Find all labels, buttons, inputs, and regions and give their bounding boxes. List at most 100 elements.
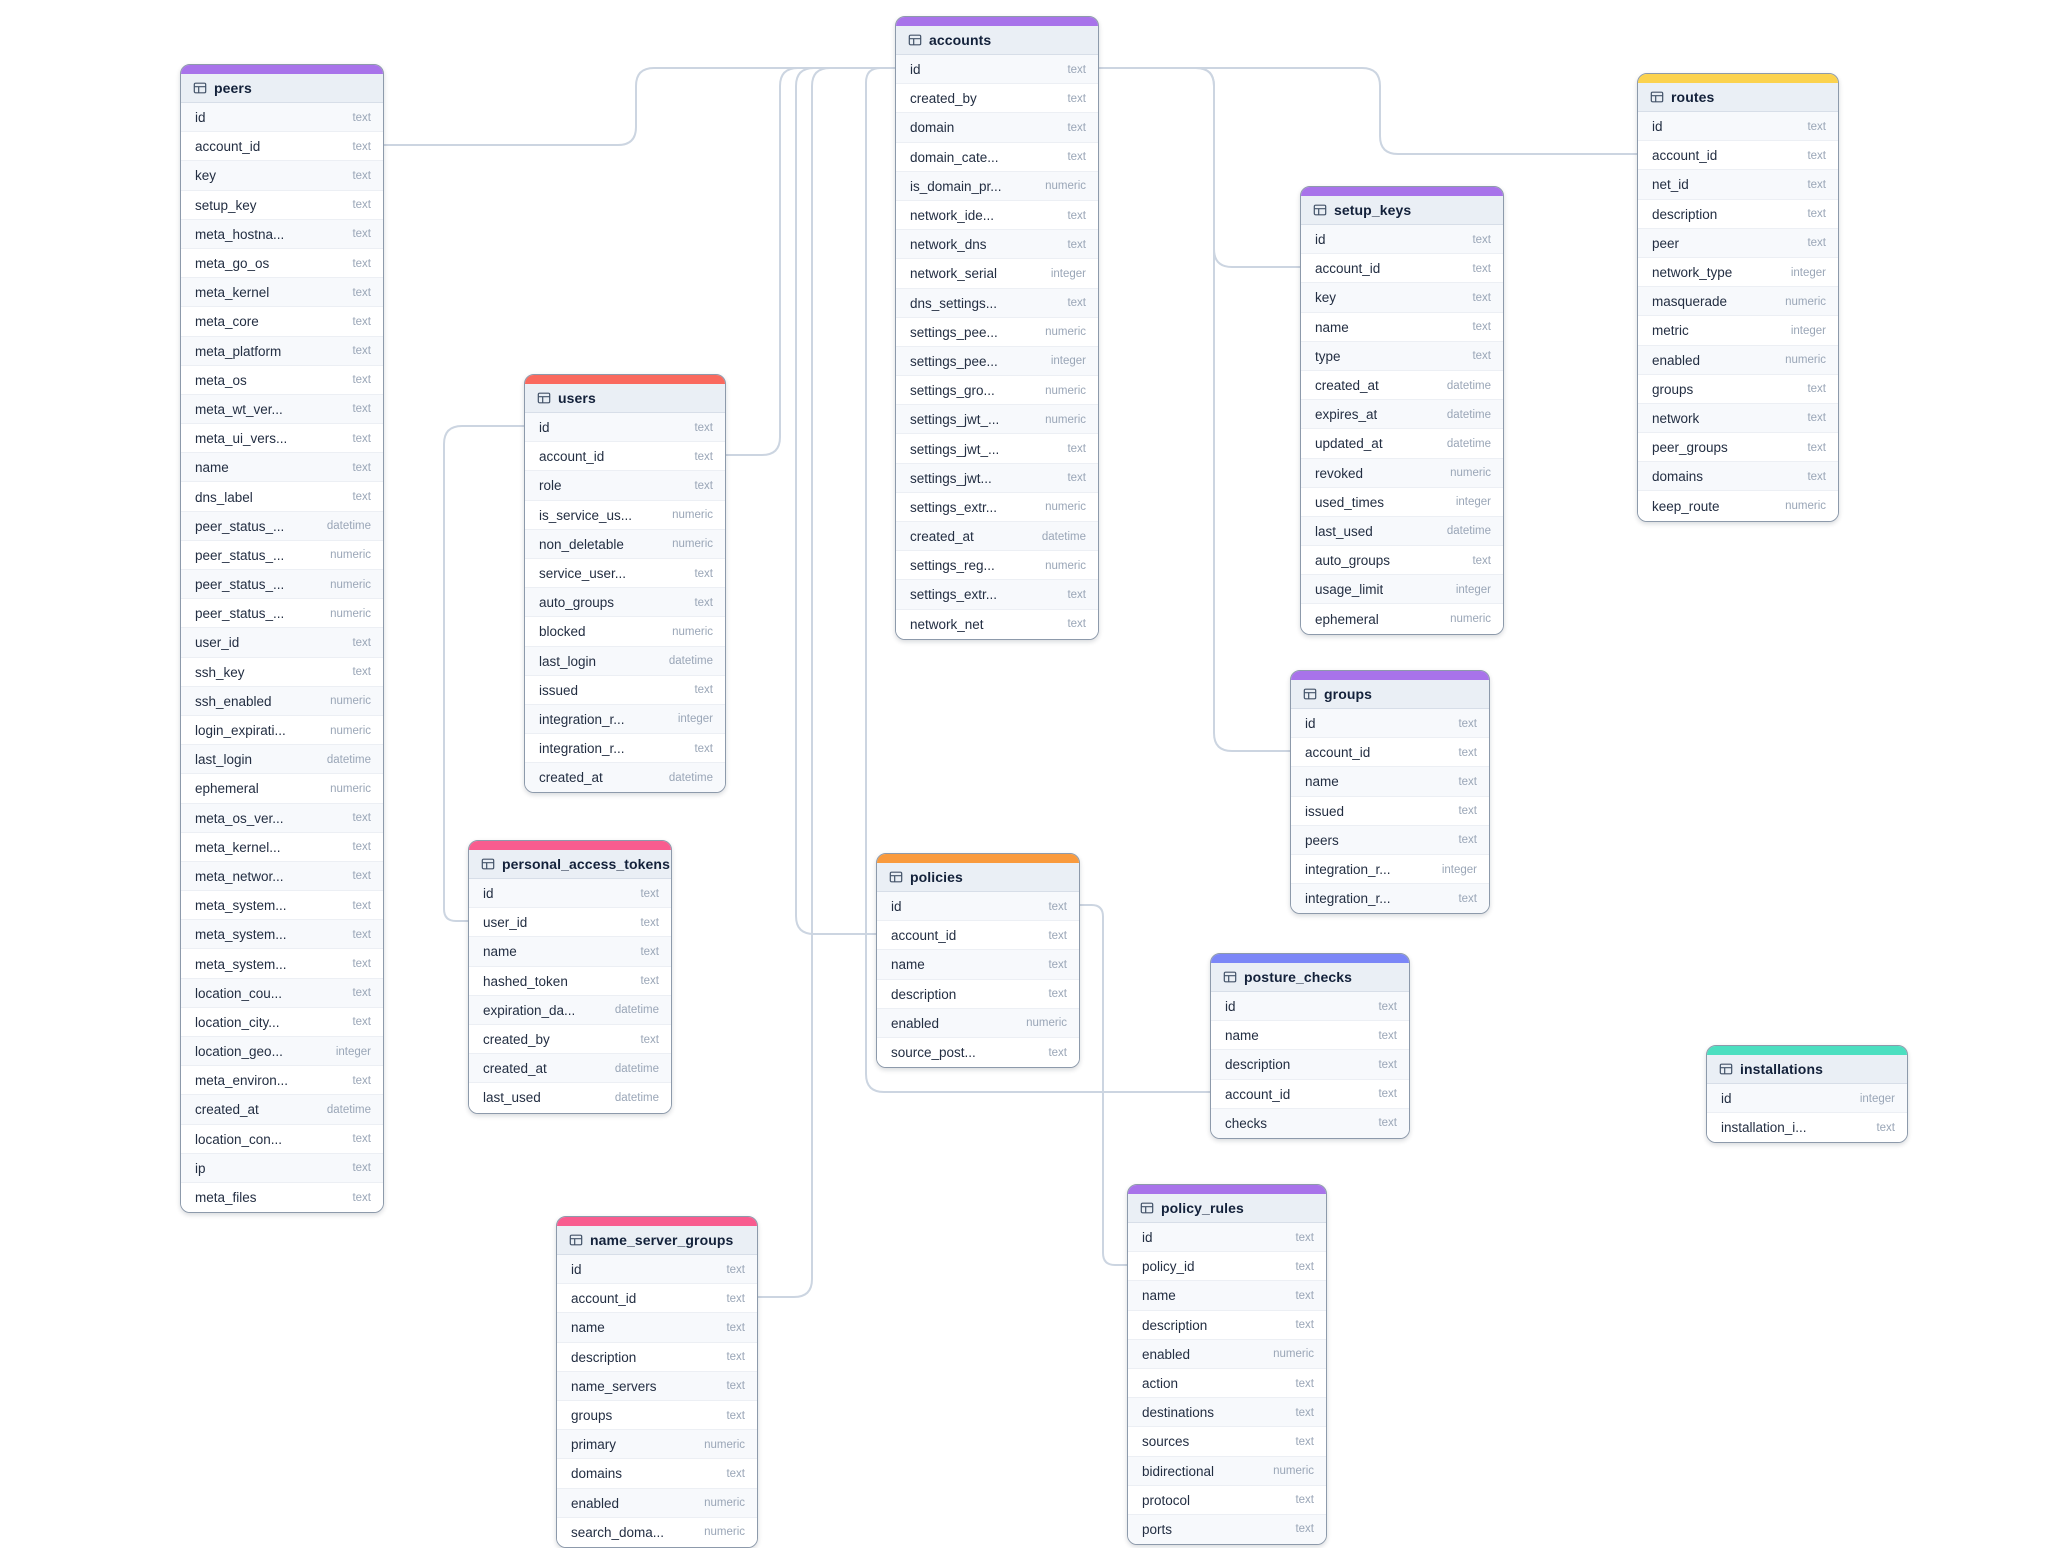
table-header[interactable]: setup_keys	[1301, 196, 1503, 225]
field-row[interactable]: location_cou...text	[181, 978, 383, 1008]
field-row[interactable]: installation_i...text	[1707, 1113, 1907, 1143]
field-row[interactable]: peer_status_...numeric	[181, 599, 383, 629]
table-header[interactable]: policy_rules	[1128, 1194, 1326, 1223]
table-header[interactable]: routes	[1638, 83, 1838, 112]
field-row[interactable]: peer_status_...datetime	[181, 511, 383, 541]
field-row[interactable]: settings_extr...numeric	[896, 492, 1098, 522]
table-header[interactable]: accounts	[896, 26, 1098, 55]
field-row[interactable]: is_domain_pr...numeric	[896, 171, 1098, 201]
field-row[interactable]: source_post...text	[877, 1037, 1079, 1068]
field-row[interactable]: peer_status_...numeric	[181, 540, 383, 570]
field-row[interactable]: meta_system...text	[181, 949, 383, 979]
field-row[interactable]: expiration_da...datetime	[469, 995, 671, 1025]
field-row[interactable]: meta_ui_vers...text	[181, 424, 383, 454]
field-row[interactable]: location_con...text	[181, 1124, 383, 1154]
field-row[interactable]: settings_pee...integer	[896, 346, 1098, 377]
field-row[interactable]: settings_jwt_...text	[896, 434, 1098, 464]
field-row[interactable]: dns_settings...text	[896, 288, 1098, 318]
field-row[interactable]: settings_reg...numeric	[896, 551, 1098, 581]
field-row[interactable]: meta_system...text	[181, 920, 383, 950]
field-row[interactable]: meta_wt_ver...text	[181, 394, 383, 425]
field-row[interactable]: integration_r...text	[1291, 884, 1489, 914]
field-row[interactable]: settings_extr...text	[896, 580, 1098, 610]
field-row[interactable]: meta_networ...text	[181, 861, 383, 892]
field-row[interactable]: meta_kernel...text	[181, 832, 383, 862]
field-row[interactable]: integration_r...text	[525, 734, 725, 764]
field-row[interactable]: meta_system...text	[181, 891, 383, 921]
field-row[interactable]: integration_r...integer	[1291, 854, 1489, 885]
